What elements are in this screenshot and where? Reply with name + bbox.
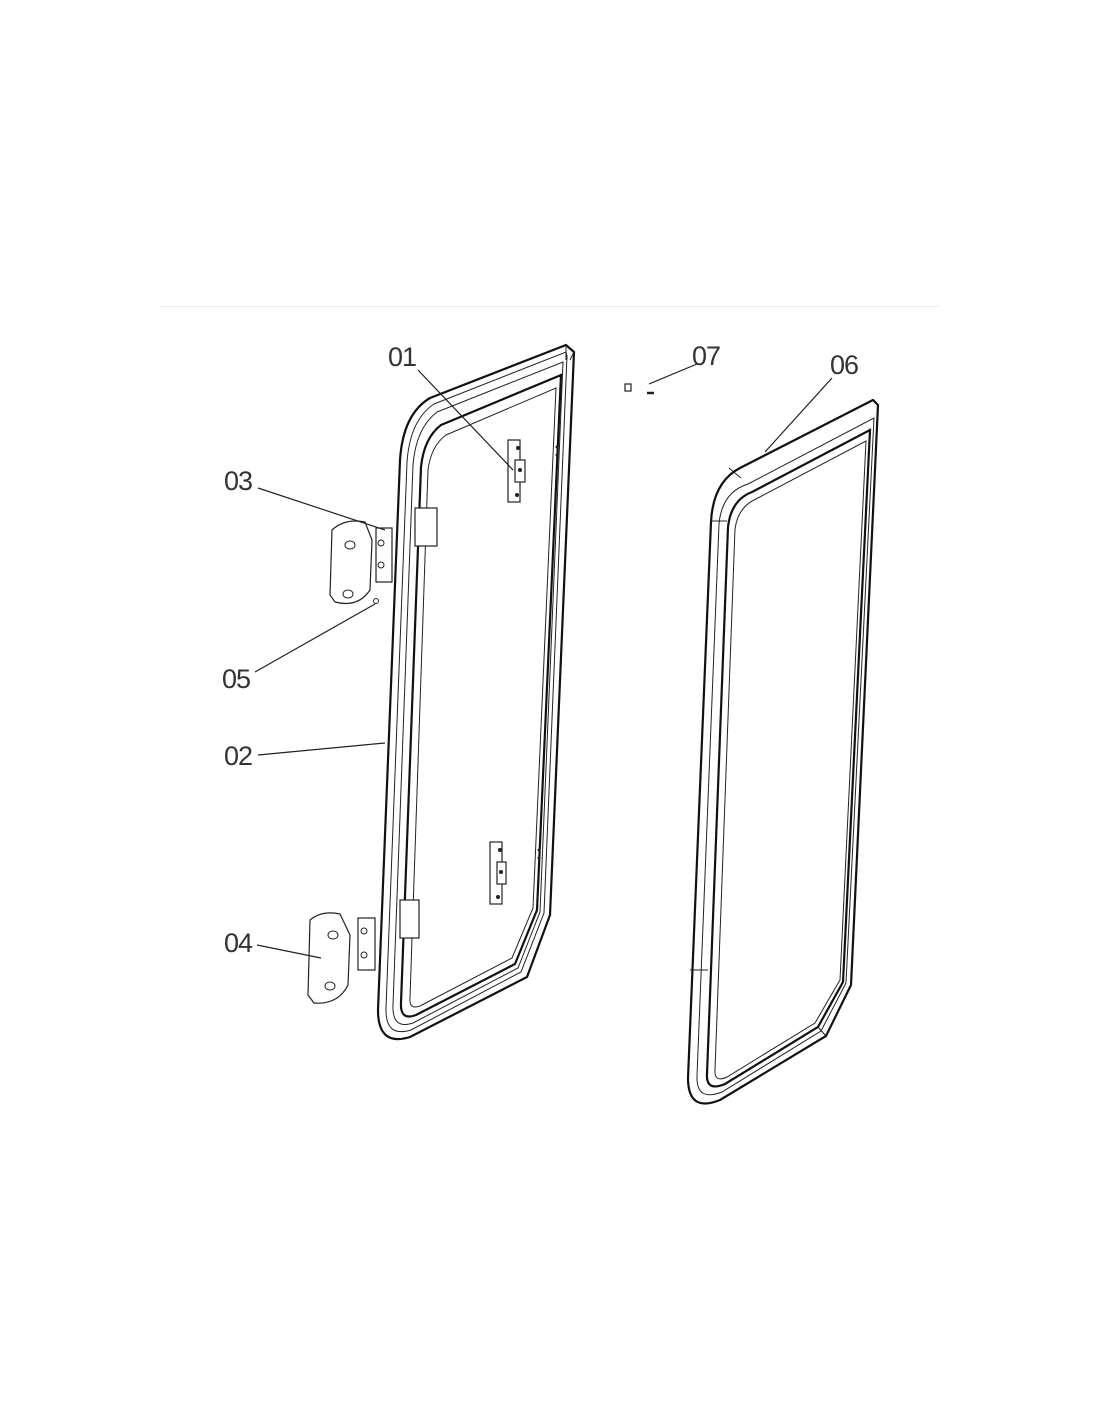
label-03: 03 bbox=[224, 466, 253, 496]
label-06: 06 bbox=[830, 350, 859, 380]
latch-bottom bbox=[307, 912, 376, 1004]
latch-top bbox=[329, 520, 393, 605]
label-01: 01 bbox=[388, 342, 417, 372]
hinge-plate-top bbox=[414, 507, 438, 547]
leader-02 bbox=[257, 742, 386, 756]
leader-06 bbox=[764, 377, 833, 453]
hinge-bottom bbox=[489, 841, 507, 905]
frame-pins bbox=[537, 445, 559, 860]
window-frame-assembly bbox=[376, 343, 576, 1041]
label-07: 07 bbox=[692, 341, 721, 371]
label-02: 02 bbox=[224, 741, 253, 771]
leader-03 bbox=[257, 487, 386, 531]
leader-01 bbox=[417, 369, 514, 471]
leader-07 bbox=[648, 363, 698, 385]
leader-05 bbox=[254, 603, 376, 673]
part-07-clip bbox=[624, 383, 632, 392]
leader-04 bbox=[256, 944, 322, 959]
label-05: 05 bbox=[222, 664, 251, 694]
part-05-nut bbox=[373, 598, 379, 604]
outer-frame bbox=[686, 398, 880, 1105]
hinge-plate-bottom bbox=[399, 899, 420, 939]
top-divider bbox=[160, 306, 940, 307]
hinge-top bbox=[507, 439, 526, 503]
label-04: 04 bbox=[224, 928, 253, 958]
